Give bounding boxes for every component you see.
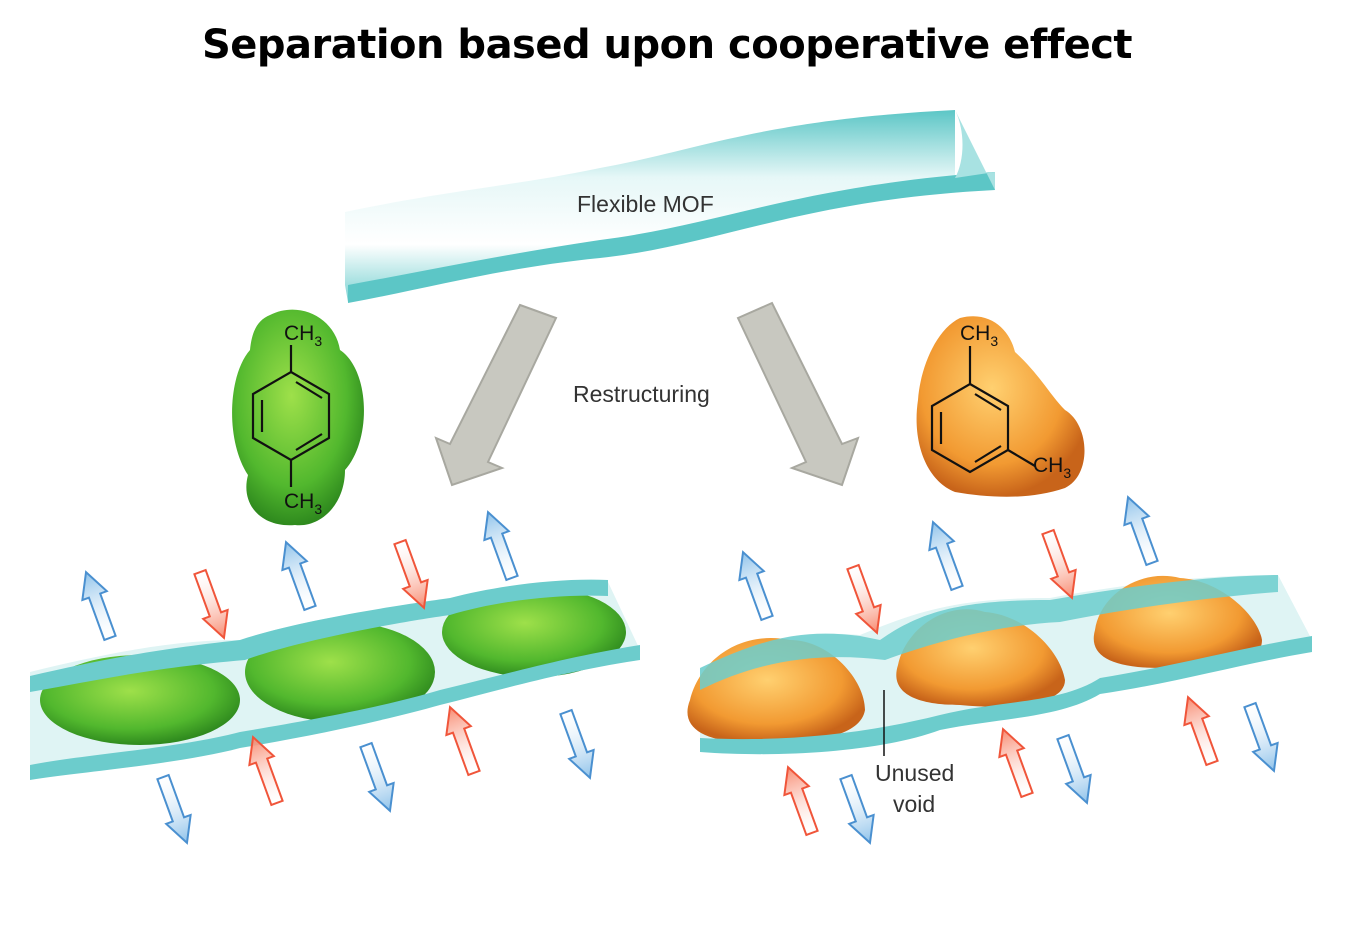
arrow-out-blue xyxy=(919,516,971,594)
page-title: Separation based upon cooperative effect xyxy=(201,22,1133,68)
unused-void-label-line2: void xyxy=(893,791,935,817)
meta-side-methyl: CH3 xyxy=(1033,454,1071,481)
restructuring-label: Restructuring xyxy=(573,381,710,407)
meta-top-methyl: CH3 xyxy=(960,322,998,349)
arrow-out-blue xyxy=(1049,731,1101,809)
arrow-in-red xyxy=(839,561,891,639)
arrow-in-red xyxy=(1174,691,1226,769)
arrow-out-blue xyxy=(149,771,201,849)
flexible-mof-label: Flexible MOF xyxy=(577,191,714,217)
arrow-in-red xyxy=(989,723,1041,801)
arrow-out-blue xyxy=(474,506,526,584)
arrow-in-red xyxy=(436,701,488,779)
arrow-in-red xyxy=(186,566,238,644)
meta-xylene-channel: Unused void xyxy=(687,575,1312,817)
meta-xylene-molecule: CH3 CH3 xyxy=(916,316,1085,497)
arrow-out-blue xyxy=(72,566,124,644)
arrow-out-blue xyxy=(1114,491,1166,569)
arrow-in-red xyxy=(1034,526,1086,604)
flexible-mof-tube: Flexible MOF xyxy=(345,110,995,303)
arrow-out-blue xyxy=(272,536,324,614)
para-xylene-molecule: CH3 CH3 xyxy=(232,309,364,526)
arrow-out-blue xyxy=(729,546,781,624)
para-top-methyl: CH3 xyxy=(284,322,322,349)
arrow-out-blue xyxy=(1236,699,1288,777)
arrow-out-blue xyxy=(552,706,604,784)
para-xylene-channel xyxy=(30,579,640,780)
restructuring-arrow-left xyxy=(434,303,558,487)
arrow-in-red xyxy=(774,761,826,839)
restructuring-arrow-right xyxy=(736,301,860,487)
unused-void-label-line1: Unused xyxy=(875,760,954,786)
para-bottom-methyl: CH3 xyxy=(284,490,322,517)
arrow-out-blue xyxy=(352,739,404,817)
